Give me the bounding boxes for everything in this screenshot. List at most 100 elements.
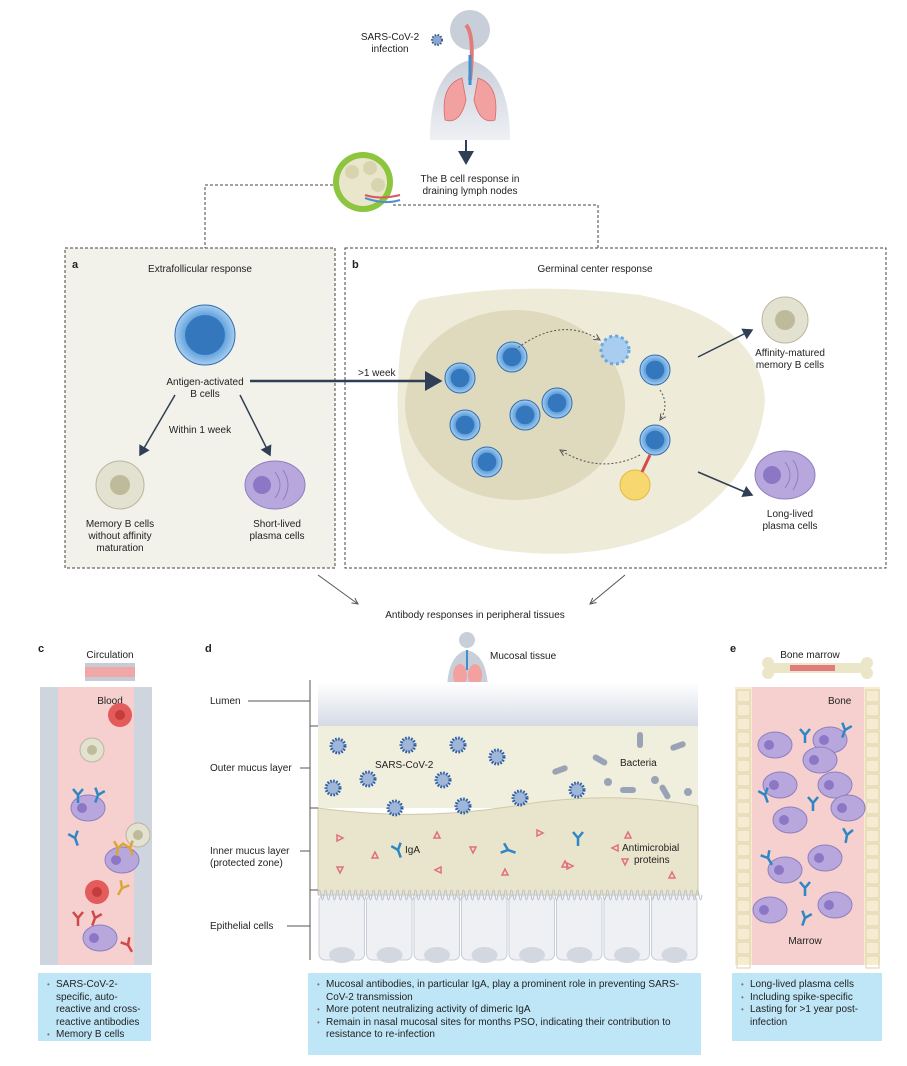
marrow-label: Marrow — [788, 936, 822, 947]
peripheral-label: Antibody responses in peripheral tissues — [385, 610, 565, 621]
layer-inner-mucus-note: (protected zone) — [210, 858, 283, 869]
circulation-label: Circulation — [86, 650, 133, 661]
plasma-cell — [772, 806, 808, 834]
antimicrobial-protein-icon — [667, 870, 677, 879]
arrow-to-affinity-memory — [697, 328, 754, 358]
short-lived-plasma-cell — [244, 460, 306, 510]
memory-b-cell — [125, 822, 151, 848]
layer-outer-mucus: Outer mucus layer — [210, 763, 292, 774]
layer-inner-mucus: Inner mucus layer — [210, 846, 290, 857]
antimicrobial-protein-icon — [468, 846, 478, 855]
b-memory-label-1: Affinity-matured — [755, 348, 825, 359]
antibody-icon — [799, 728, 811, 743]
plasma-cell — [767, 856, 803, 884]
amp-label-2: proteins — [634, 855, 670, 866]
bacterium-icon — [659, 784, 671, 800]
human-body-icon — [430, 10, 510, 140]
red-blood-cell — [108, 703, 132, 727]
arrow-b-to-peripheral — [590, 574, 626, 604]
blood-label: Blood — [97, 696, 123, 707]
plasma-cell — [817, 891, 853, 919]
connector-to-b — [393, 204, 599, 248]
antibody-icon — [500, 842, 516, 854]
lymph-node-icon — [333, 152, 401, 212]
layer-bracket — [248, 680, 318, 960]
panel-c-letter: c — [38, 643, 44, 655]
virus-icon — [431, 34, 443, 46]
plasma-cell — [812, 726, 848, 754]
b-memory-label-2: memory B cells — [756, 360, 824, 371]
antibody-icon — [113, 840, 125, 857]
bone-cells — [736, 689, 880, 969]
lymph-label-1: The B cell response in — [421, 174, 520, 185]
plasma-cell — [762, 771, 798, 799]
b-cell — [509, 399, 541, 431]
infection-label-1: SARS-CoV-2 — [361, 32, 420, 43]
sars-cov-2-virus — [488, 748, 506, 766]
gc-cycle-arrow-2 — [660, 389, 665, 420]
bone-marrow-label: Bone marrow — [780, 650, 840, 661]
antibody-icon — [801, 910, 813, 926]
arrow-to-long-lived-plasma — [697, 471, 754, 497]
plasma-cell — [752, 896, 788, 924]
antimicrobial-protein-icon — [335, 866, 345, 875]
sars-cov-2-virus — [399, 736, 417, 754]
bacterium-icon — [637, 732, 643, 748]
blood-lumen — [58, 687, 134, 965]
plasma-label-1: Short-lived — [253, 519, 301, 530]
gc-cycle-arrow-3 — [560, 450, 641, 465]
panel-e-letter: e — [730, 643, 736, 655]
lumen-region — [318, 682, 698, 726]
antibody-icon — [757, 787, 769, 803]
antibody-icon — [572, 831, 584, 846]
sars-cov-2-virus — [454, 797, 472, 815]
antibody-icon — [390, 842, 402, 858]
b-cell — [541, 387, 573, 419]
follicular-dendritic-cell — [599, 334, 631, 366]
transition-label: >1 week — [358, 368, 397, 379]
antimicrobial-protein-icon — [433, 865, 442, 875]
mucosal-tissue-label: Mucosal tissue — [490, 651, 557, 662]
t-follicular-helper-cell — [619, 454, 652, 501]
plasma-cell — [757, 731, 793, 759]
plasma-cell — [817, 771, 853, 799]
antibody-icon — [116, 880, 130, 896]
panel-e-info-item: Long-lived plasma cells — [741, 979, 876, 992]
bacterium-icon — [592, 754, 608, 766]
outer-mucus-region — [318, 726, 698, 808]
panel-d-letter: d — [205, 643, 212, 655]
antimicrobial-protein-icon — [336, 833, 345, 843]
panel-c-info-item: Memory B cells — [47, 1029, 145, 1042]
antimicrobial-protein-icon — [370, 850, 380, 859]
long-lived-plasma-cell — [754, 450, 816, 500]
sars-cov-2-virus — [434, 771, 452, 789]
antimicrobial-protein-icon — [536, 828, 545, 838]
gc-cycle-arrow-1 — [514, 329, 600, 351]
antibody-icon — [799, 881, 811, 896]
b-cell — [496, 341, 528, 373]
antibody-icon — [94, 787, 106, 803]
plasma-cell — [802, 746, 838, 774]
antibody-icon — [72, 911, 84, 926]
bacterium-icon — [552, 765, 568, 775]
antimicrobial-protein-icon — [566, 861, 575, 871]
sars-cov-2-virus — [449, 736, 467, 754]
memory-label-2: without affinity — [87, 531, 151, 542]
activated-b-cell — [174, 304, 236, 366]
panel-a-letter: a — [72, 259, 79, 271]
memory-b-cell — [79, 737, 105, 763]
sars-cov-2-virus — [324, 779, 342, 797]
connector-to-a — [204, 184, 333, 248]
b-plasma-label-2: plasma cells — [762, 521, 817, 532]
arrow-to-memory — [139, 394, 176, 457]
antibody-icon — [841, 722, 853, 738]
antibody-icon — [807, 796, 819, 811]
b-cell — [471, 446, 503, 478]
antimicrobial-protein-icon — [432, 830, 442, 839]
red-blood-cell — [85, 880, 109, 904]
activated-label-1: Antigen-activated — [166, 377, 243, 388]
antibody-icon — [842, 827, 854, 844]
affinity-matured-memory-cell — [761, 296, 809, 344]
arrow-a-to-peripheral — [317, 574, 358, 604]
